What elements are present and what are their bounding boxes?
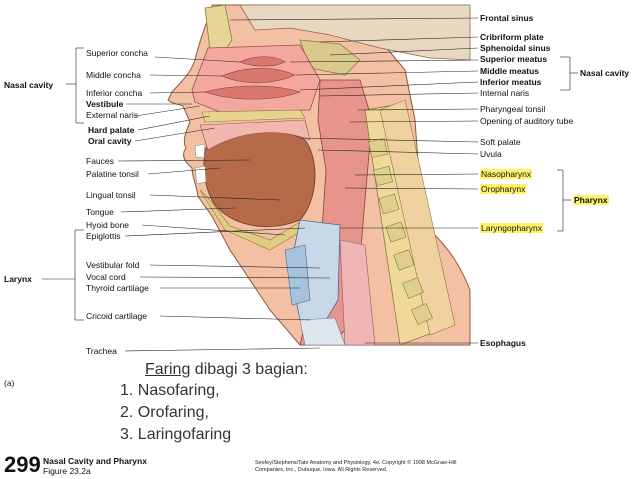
label-oropharynx: Oropharynx	[480, 184, 527, 194]
label-frontal-sinus: Frontal sinus	[480, 13, 534, 23]
label-hard-palate: Hard palate	[88, 125, 135, 135]
label-cribriform-plate: Cribriform plate	[480, 32, 544, 42]
label-thyroid-cartilage: Thyroid cartilage	[86, 283, 149, 293]
caption-item-3: 3. Laringofaring	[120, 426, 232, 443]
group-nasal-cavity-left: Nasal cavity	[4, 80, 54, 90]
copyright-credit: Seeley/Stephens/Tate Anatomy and Physiol…	[255, 460, 457, 473]
label-oral-cavity: Oral cavity	[88, 136, 132, 146]
upper-teeth	[194, 143, 206, 159]
group-pharynx: Pharynx	[573, 195, 609, 205]
label-laryngopharynx: Laryngopharynx	[480, 223, 543, 233]
esophagus-shape	[339, 239, 376, 346]
figure-number: Figure 23.2a	[43, 466, 91, 476]
label-tongue: Tongue	[86, 207, 114, 217]
label-uvula: Uvula	[480, 149, 502, 159]
caption-heading-rest: dibagi 3 bagian:	[190, 361, 308, 378]
caption-heading-underlined: Faring	[145, 361, 191, 378]
lower-teeth	[194, 165, 207, 185]
group-nasal-cavity-right: Nasal cavity	[580, 68, 630, 78]
group-larynx: Larynx	[4, 274, 32, 284]
label-middle-concha: Middle concha	[86, 70, 141, 80]
label-sphenoidal-sinus: Sphenoidal sinus	[480, 43, 551, 53]
label-middle-meatus: Middle meatus	[480, 66, 540, 76]
leader-lines-right	[229, 17, 578, 344]
label-superior-concha: Superior concha	[86, 48, 148, 58]
panel-letter: (a)	[4, 378, 15, 388]
caption-heading: Faring dibagi 3 bagian:	[145, 360, 308, 379]
hard-palate-shape	[201, 109, 306, 123]
oral-cavity-shape	[199, 119, 311, 151]
label-inferior-concha: Inferior concha	[86, 88, 143, 98]
figure-title: Nasal Cavity and Pharynx	[43, 456, 147, 466]
label-hyoid-bone: Hyoid bone	[86, 220, 130, 230]
label-opening-auditory-tube: Opening of auditory tube	[480, 116, 574, 126]
inferior-concha-shape	[203, 85, 301, 100]
label-epiglottis: Epiglottis	[86, 231, 121, 241]
middle-concha-shape	[221, 68, 296, 83]
label-nasopharynx: Nasopharynx	[480, 169, 533, 179]
figure-page-number: 299	[4, 452, 41, 477]
label-inferior-meatus: Inferior meatus	[480, 77, 542, 87]
label-nasopharynx-text: Nasopharynx	[480, 169, 533, 179]
caption-item-2: 2. Orofaring,	[120, 404, 209, 421]
label-soft-palate: Soft palate	[480, 137, 521, 147]
label-vocal-cord: Vocal cord	[86, 272, 126, 282]
label-palatine-tonsil: Palatine tonsil	[86, 169, 139, 179]
label-esophagus: Esophagus	[480, 338, 526, 348]
label-external-naris: External naris	[86, 110, 138, 120]
vertebral-column	[364, 99, 456, 346]
label-oropharynx-text: Oropharynx	[480, 184, 527, 194]
label-lingual-tonsil: Lingual tonsil	[86, 190, 136, 200]
label-cricoid-cartilage: Cricoid cartilage	[86, 311, 147, 321]
caption-item-1: 1. Nasofaring,	[120, 382, 220, 399]
label-superior-meatus: Superior meatus	[480, 54, 548, 64]
trachea-shape	[299, 317, 346, 346]
leader-lines-left	[42, 47, 331, 352]
label-fauces: Fauces	[86, 156, 114, 166]
thyroid-cartilage	[284, 244, 311, 306]
label-pharyngeal-tonsil: Pharyngeal tonsil	[480, 104, 546, 114]
label-internal-naris: Internal naris	[480, 88, 530, 98]
superior-concha-shape	[239, 56, 286, 67]
label-laryngopharynx-text: Laryngopharynx	[480, 223, 543, 233]
group-pharynx-text: Pharynx	[573, 195, 609, 205]
label-vestibular-fold: Vestibular fold	[86, 260, 140, 270]
label-vestibule: Vestibule	[86, 99, 124, 109]
label-trachea: Trachea	[86, 346, 117, 356]
